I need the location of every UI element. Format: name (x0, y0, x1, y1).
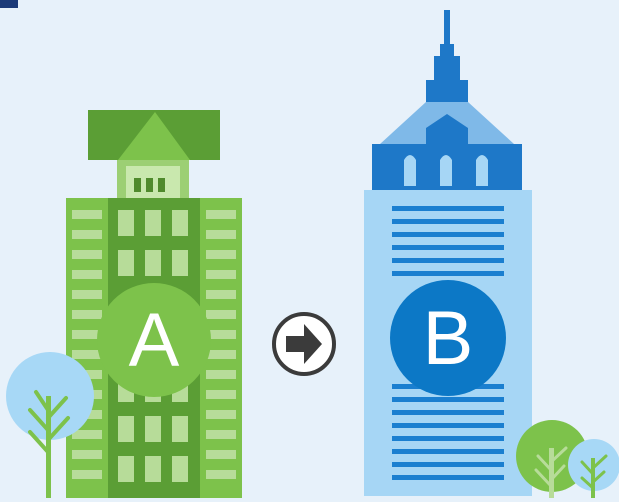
building-a-badge (97, 283, 211, 397)
blue-skyscraper-icon: B (364, 10, 532, 496)
arrow-right-circle-icon (272, 312, 336, 376)
corner-accent (0, 0, 18, 8)
tree-icon (568, 439, 619, 498)
building-b-badge (390, 280, 506, 396)
building-a-label: A (129, 298, 180, 383)
building-b-label: B (423, 296, 474, 381)
tree-icon (6, 352, 94, 498)
